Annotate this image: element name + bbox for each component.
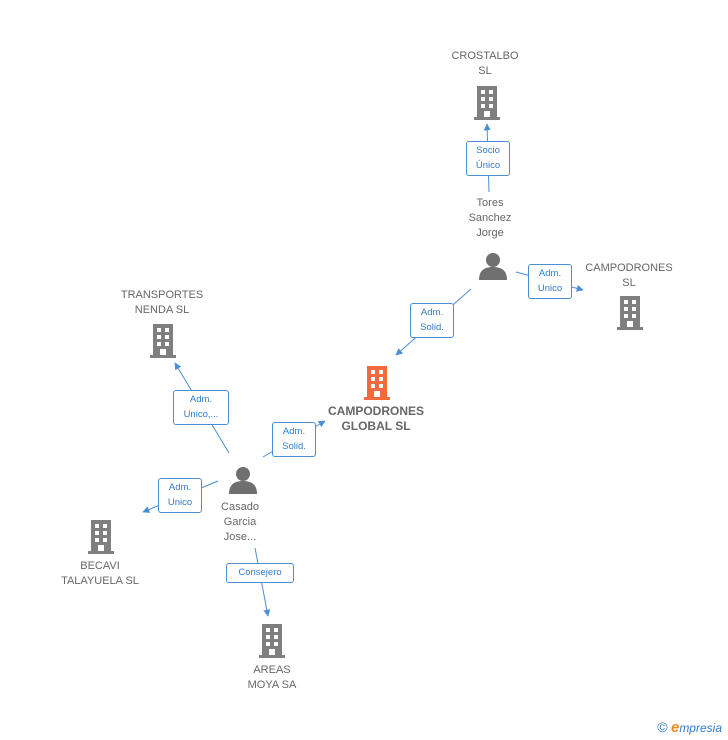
brand-footer: © empresia — [657, 719, 722, 736]
edge-label-line: Único — [475, 160, 501, 171]
node-label-transportes[interactable]: TRANSPORTES NENDA SL — [107, 288, 217, 318]
edge-label-line: Unico,... — [183, 409, 219, 420]
edge-label-tores-adm-solid[interactable]: Adm. Solid. — [410, 303, 454, 338]
node-label-tores[interactable]: Tores Sanchez Jorge — [440, 196, 540, 241]
edge-label-line: Consejero — [238, 567, 282, 578]
label-line: SL — [622, 277, 636, 289]
edge-label-line: Adm. — [168, 482, 192, 493]
label-line: CAMPODRONES — [585, 262, 673, 274]
edge-label-socio-unico[interactable]: Socio Único — [466, 141, 510, 176]
building-icon — [150, 324, 176, 358]
edge-label-line: Adm. — [282, 426, 306, 437]
label-line: TRANSPORTES — [120, 289, 204, 301]
label-line: Casado — [221, 501, 259, 513]
edge-label-tores-adm-unico[interactable]: Adm. Unico — [528, 264, 572, 299]
label-line: Sanchez — [468, 212, 512, 224]
node-label-areas[interactable]: AREAS MOYA SA — [222, 663, 322, 693]
edge-label-line: Socio — [476, 145, 500, 156]
building-icon — [617, 296, 643, 330]
edge-label-line: Adm. — [189, 394, 213, 405]
edge-label-casado-adm-unico-becavi[interactable]: Adm. Unico — [158, 478, 202, 513]
edge-label-line: Adm. — [420, 307, 444, 318]
label-line: CROSTALBO — [451, 50, 519, 62]
label-line: AREAS — [253, 664, 291, 676]
person-icon — [229, 467, 257, 494]
brand-logo-letter: e — [670, 719, 680, 736]
label-line: Jose... — [223, 531, 257, 543]
focal-building-icon — [364, 366, 390, 400]
label-line: Jorge — [476, 227, 504, 239]
label-line: Garcia — [223, 516, 257, 528]
label-line: CAMPODRONES — [327, 404, 424, 418]
edge-label-line: Solid. — [420, 322, 444, 333]
person-icon — [479, 253, 507, 280]
edge-label-line: Adm. — [538, 268, 562, 279]
label-line: NENDA SL — [134, 304, 190, 316]
node-label-campodrones-global[interactable]: CAMPODRONES GLOBAL SL — [310, 404, 442, 434]
edge-label-consejero[interactable]: Consejero — [226, 563, 294, 583]
node-label-campodrones-sl[interactable]: CAMPODRONES SL — [578, 261, 680, 291]
label-line: BECAVI — [80, 560, 120, 572]
building-icon — [474, 86, 500, 120]
edge-label-line: Unico — [167, 497, 193, 508]
building-icon — [259, 624, 285, 658]
label-line: MOYA SA — [247, 679, 297, 691]
edge-label-line: Solid. — [282, 441, 306, 452]
edge-label-casado-adm-solid[interactable]: Adm. Solid. — [272, 422, 316, 457]
brand-name: mpresia — [679, 721, 722, 735]
node-label-becavi[interactable]: BECAVI TALAYUELA SL — [45, 559, 155, 589]
building-icon — [88, 520, 114, 554]
node-label-casado[interactable]: Casado Garcia Jose... — [190, 500, 290, 545]
edge-label-line: Unico — [537, 283, 563, 294]
label-line: TALAYUELA SL — [61, 575, 139, 587]
node-label-crostalbo[interactable]: CROSTALBO SL — [435, 49, 535, 79]
label-line: Tores — [476, 197, 504, 209]
edge-label-casado-adm-unico-transportes[interactable]: Adm. Unico,... — [173, 390, 229, 425]
copyright-icon: © — [657, 719, 668, 735]
label-line: SL — [478, 65, 492, 77]
label-line: GLOBAL SL — [341, 419, 411, 433]
